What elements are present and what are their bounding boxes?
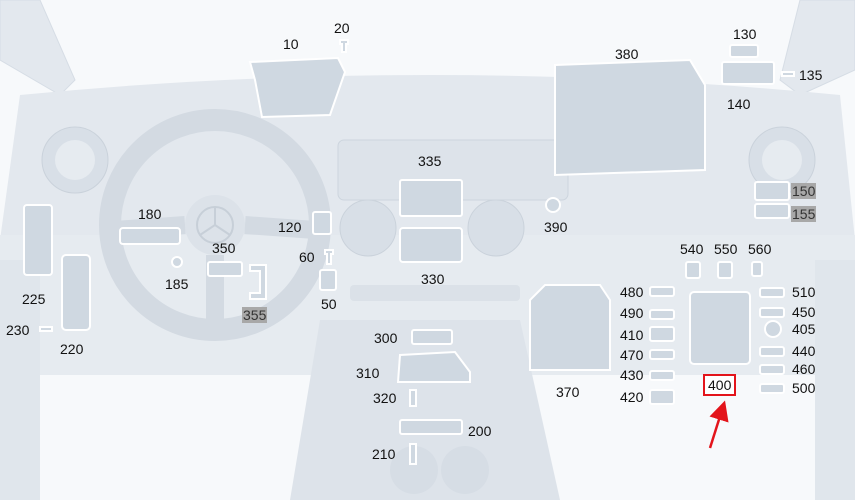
label-490: 490 (620, 305, 644, 321)
part-405 (764, 320, 782, 338)
label-390: 390 (544, 219, 568, 235)
part-20 (339, 39, 349, 53)
part-60 (324, 249, 334, 265)
part-420 (649, 389, 675, 405)
part-500 (759, 383, 785, 394)
label-220: 220 (60, 341, 84, 357)
part-350 (207, 261, 243, 277)
label-225: 225 (22, 291, 46, 307)
part-370 (529, 284, 611, 371)
label-500: 500 (792, 380, 816, 396)
label-10: 10 (283, 36, 299, 52)
part-330 (399, 227, 463, 263)
label-450: 450 (792, 304, 816, 320)
part-300 (411, 329, 453, 345)
part-430 (649, 370, 675, 381)
label-300: 300 (374, 330, 398, 346)
part-320 (409, 389, 417, 407)
part-200 (399, 419, 463, 435)
part-335 (399, 179, 463, 217)
label-410: 410 (620, 327, 644, 343)
part-140 (721, 61, 775, 85)
label-185: 185 (165, 276, 189, 292)
part-150 (754, 181, 790, 201)
part-225 (23, 204, 53, 276)
label-460: 460 (792, 361, 816, 377)
part-410 (649, 326, 675, 342)
part-400 (689, 291, 751, 365)
part-380 (554, 58, 706, 177)
label-50: 50 (321, 296, 337, 312)
part-390 (545, 197, 561, 213)
label-310: 310 (356, 365, 380, 381)
label-130: 130 (733, 26, 757, 42)
part-450 (759, 307, 785, 318)
label-320: 320 (373, 390, 397, 406)
label-550: 550 (714, 241, 738, 257)
label-400-highlighted: 400 (703, 374, 737, 396)
label-200: 200 (468, 423, 492, 439)
label-350: 350 (212, 240, 236, 256)
label-330: 330 (421, 271, 445, 287)
part-155 (754, 203, 790, 219)
part-180 (119, 227, 181, 245)
label-20: 20 (334, 20, 350, 36)
part-130 (729, 44, 759, 58)
label-230: 230 (6, 322, 30, 338)
part-490 (649, 309, 675, 320)
label-155: 155 (791, 206, 817, 222)
part-440 (759, 346, 785, 357)
part-510 (759, 287, 785, 298)
label-380: 380 (615, 46, 639, 62)
part-120 (312, 211, 332, 235)
part-10 (248, 56, 347, 119)
part-355 (249, 264, 267, 300)
part-50 (319, 269, 337, 291)
label-150: 150 (791, 183, 817, 199)
label-440: 440 (792, 343, 816, 359)
label-430: 430 (620, 367, 644, 383)
part-310 (396, 350, 471, 383)
label-355: 355 (242, 307, 268, 323)
label-180: 180 (138, 206, 162, 222)
part-210 (409, 443, 417, 465)
part-470 (649, 349, 675, 360)
label-335: 335 (418, 153, 442, 169)
label-135: 135 (799, 67, 823, 83)
part-460 (759, 364, 785, 375)
label-480: 480 (620, 284, 644, 300)
label-420: 420 (620, 389, 644, 405)
part-230 (39, 326, 53, 332)
part-185 (171, 256, 183, 268)
part-540 (685, 261, 701, 279)
part-480 (649, 286, 675, 297)
label-405: 405 (792, 321, 816, 337)
label-140: 140 (727, 96, 751, 112)
part-220 (61, 254, 91, 331)
label-370: 370 (556, 384, 580, 400)
label-210: 210 (372, 446, 396, 462)
label-560: 560 (748, 241, 772, 257)
part-550 (717, 261, 733, 279)
label-540: 540 (680, 241, 704, 257)
label-120: 120 (278, 219, 302, 235)
part-135 (781, 71, 795, 77)
label-510: 510 (792, 284, 816, 300)
label-60: 60 (299, 249, 315, 265)
part-560 (751, 261, 763, 277)
label-470: 470 (620, 347, 644, 363)
